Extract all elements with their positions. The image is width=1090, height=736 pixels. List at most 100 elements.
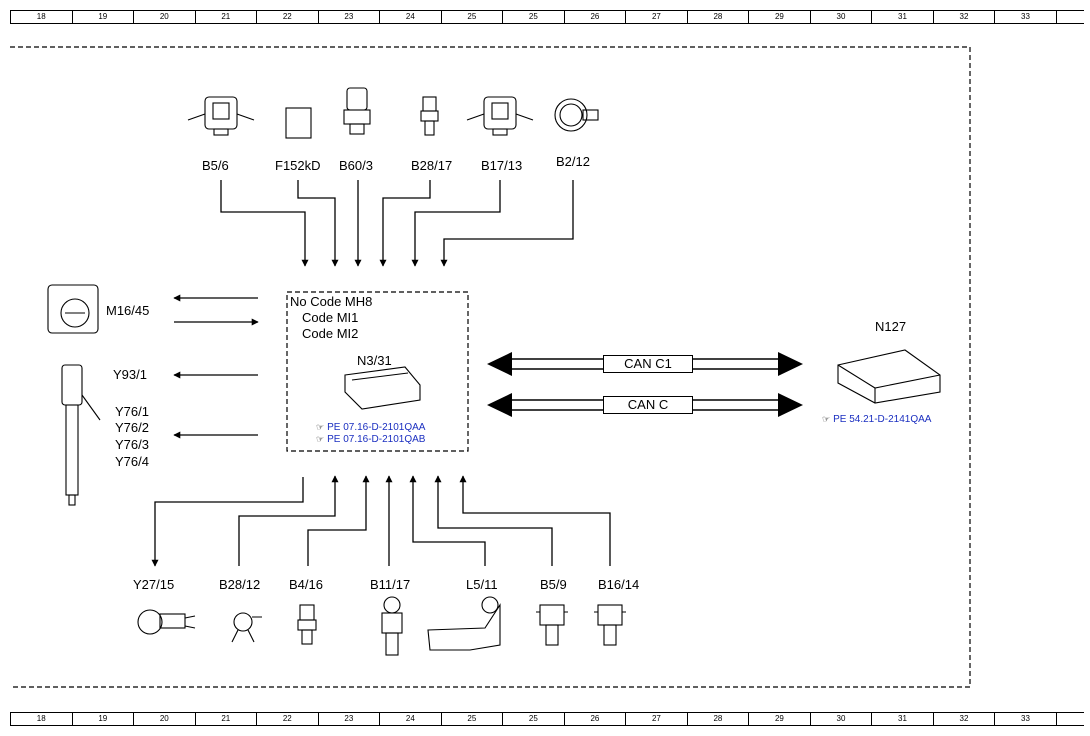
ruler-cell	[1055, 713, 1084, 725]
label-b4-16: B4/16	[289, 577, 323, 592]
can-c-label: CAN C	[603, 396, 693, 414]
ruler-cell: 21	[194, 11, 257, 23]
line-b28-17	[379, 180, 431, 267]
ecu-ref-1-text: PE 07.16-D-2101QAA	[327, 422, 426, 433]
label-b5-6: B5/6	[202, 158, 229, 173]
pressure-switch-icon	[343, 87, 371, 135]
ruler-cell: 33	[994, 11, 1056, 23]
coolant-temp-sensor-icon	[381, 596, 403, 656]
line-b5-9	[434, 475, 553, 566]
fuel-temp-sensor-icon	[297, 604, 317, 645]
label-b60-3: B60/3	[339, 158, 373, 173]
ruler-cell: 28	[686, 11, 749, 23]
ruler-cell: 24	[379, 11, 441, 23]
ruler-cell: 21	[194, 713, 257, 725]
ruler-cell: 31	[871, 713, 933, 725]
line-b2-12	[440, 180, 574, 267]
pointing-hand-icon: ☞	[316, 422, 325, 432]
ruler-cell: 27	[625, 713, 687, 725]
temperature-sensor-icon	[594, 604, 626, 646]
valve-icon	[137, 609, 196, 635]
line-f152kd	[297, 180, 339, 267]
ruler-cell: 27	[625, 11, 687, 23]
ecu-ref-2-text: PE 07.16-D-2101QAB	[327, 434, 426, 445]
ruler-cell: 32	[932, 713, 995, 725]
ruler-cell: 19	[71, 713, 134, 725]
label-b17-13: B17/13	[481, 158, 523, 173]
ruler-cell: 25	[502, 713, 564, 725]
sensor-icon	[231, 612, 262, 643]
can-c1-label: CAN C1	[603, 355, 693, 373]
ruler-cell: 29	[748, 713, 810, 725]
can-c1-bus	[487, 352, 803, 376]
label-y76-2: Y76/2	[115, 420, 149, 435]
ruler-cell: 18	[10, 11, 72, 23]
ruler-cell: 26	[563, 11, 626, 23]
ecu-code-line-2: Code MI1	[302, 310, 359, 325]
ecu-icon	[344, 366, 421, 410]
label-y76-4: Y76/4	[115, 454, 149, 469]
label-y76-1: Y76/1	[115, 404, 149, 419]
ecu-id: N3/31	[357, 353, 392, 368]
ecu-ref-1[interactable]: ☞PE 07.16-D-2101QAA	[316, 422, 425, 433]
bottom-grid-ruler: 18 19 20 21 22 23 24 25 25 26 27 28 29 3…	[10, 712, 1084, 726]
ruler-cell: 30	[809, 713, 872, 725]
line-b5-6	[220, 180, 309, 267]
ecu-box	[286, 291, 469, 452]
ruler-cell: 30	[809, 11, 872, 23]
line-b16-14	[459, 475, 611, 566]
label-b2-12: B2/12	[556, 154, 590, 169]
line-b28-12	[238, 475, 339, 566]
label-b16-14: B16/14	[598, 577, 640, 592]
line-y27-15	[151, 477, 304, 567]
powertrain-control-unit-icon	[837, 349, 941, 404]
ruler-cell: 20	[133, 11, 195, 23]
label-b11-17: B11/17	[370, 577, 411, 592]
ruler-cell: 33	[994, 713, 1056, 725]
injector-icon	[61, 364, 101, 506]
temp-sensor-icon	[420, 96, 439, 136]
pressure-temp-sensor-icon	[466, 96, 534, 136]
label-b5-9: B5/9	[540, 577, 567, 592]
ruler-cell: 22	[256, 713, 318, 725]
ruler-cell: 19	[71, 11, 134, 23]
line-l5-11	[409, 475, 486, 566]
hot-film-mass-airflow-sensor-icon	[554, 98, 599, 132]
ruler-cell: 25	[440, 713, 503, 725]
ruler-cell: 23	[317, 11, 380, 23]
label-y93-1: Y93/1	[113, 367, 147, 382]
label-y27-15: Y27/15	[133, 577, 175, 592]
label-b28-12: B28/12	[219, 577, 261, 592]
ruler-cell: 20	[133, 713, 195, 725]
label-n127: N127	[875, 319, 907, 334]
ruler-cell: 31	[871, 11, 933, 23]
label-f152kd: F152kD	[275, 158, 321, 173]
ruler-cell: 25	[502, 11, 564, 23]
ruler-cell: 23	[317, 713, 380, 725]
ecu-code-line-3: Code MI2	[302, 326, 359, 341]
ruler-cell: 18	[10, 713, 72, 725]
ruler-cell: 28	[686, 713, 749, 725]
pressure-sensor-icon	[187, 96, 255, 136]
pointing-hand-icon: ☞	[316, 434, 325, 444]
label-b28-17: B28/17	[411, 158, 453, 173]
ruler-cell: 26	[563, 713, 626, 725]
n127-ref-text: PE 54.21-D-2141QAA	[833, 414, 932, 425]
top-grid-ruler: 18 19 20 21 22 23 24 25 25 26 27 28 29 3…	[10, 10, 1084, 24]
line-b17-13	[411, 180, 501, 267]
ecu-code-line-1: No Code MH8	[290, 294, 373, 309]
line-b4-16	[307, 475, 370, 566]
label-y76-3: Y76/3	[115, 437, 149, 452]
relay-icon	[285, 107, 312, 139]
n127-ref[interactable]: ☞PE 54.21-D-2141QAA	[822, 414, 931, 425]
label-l5-11: L5/11	[466, 577, 498, 592]
system-boundary	[10, 46, 971, 688]
ecu-ref-2[interactable]: ☞PE 07.16-D-2101QAB	[316, 434, 425, 445]
throttle-actuator-icon	[47, 284, 99, 334]
crankshaft-sensor-icon	[427, 596, 501, 651]
pressure-sensor-icon	[536, 604, 568, 646]
ruler-cell: 24	[379, 713, 441, 725]
ruler-cell: 22	[256, 11, 318, 23]
ruler-cell: 25	[440, 11, 503, 23]
ruler-cell: 29	[748, 11, 810, 23]
